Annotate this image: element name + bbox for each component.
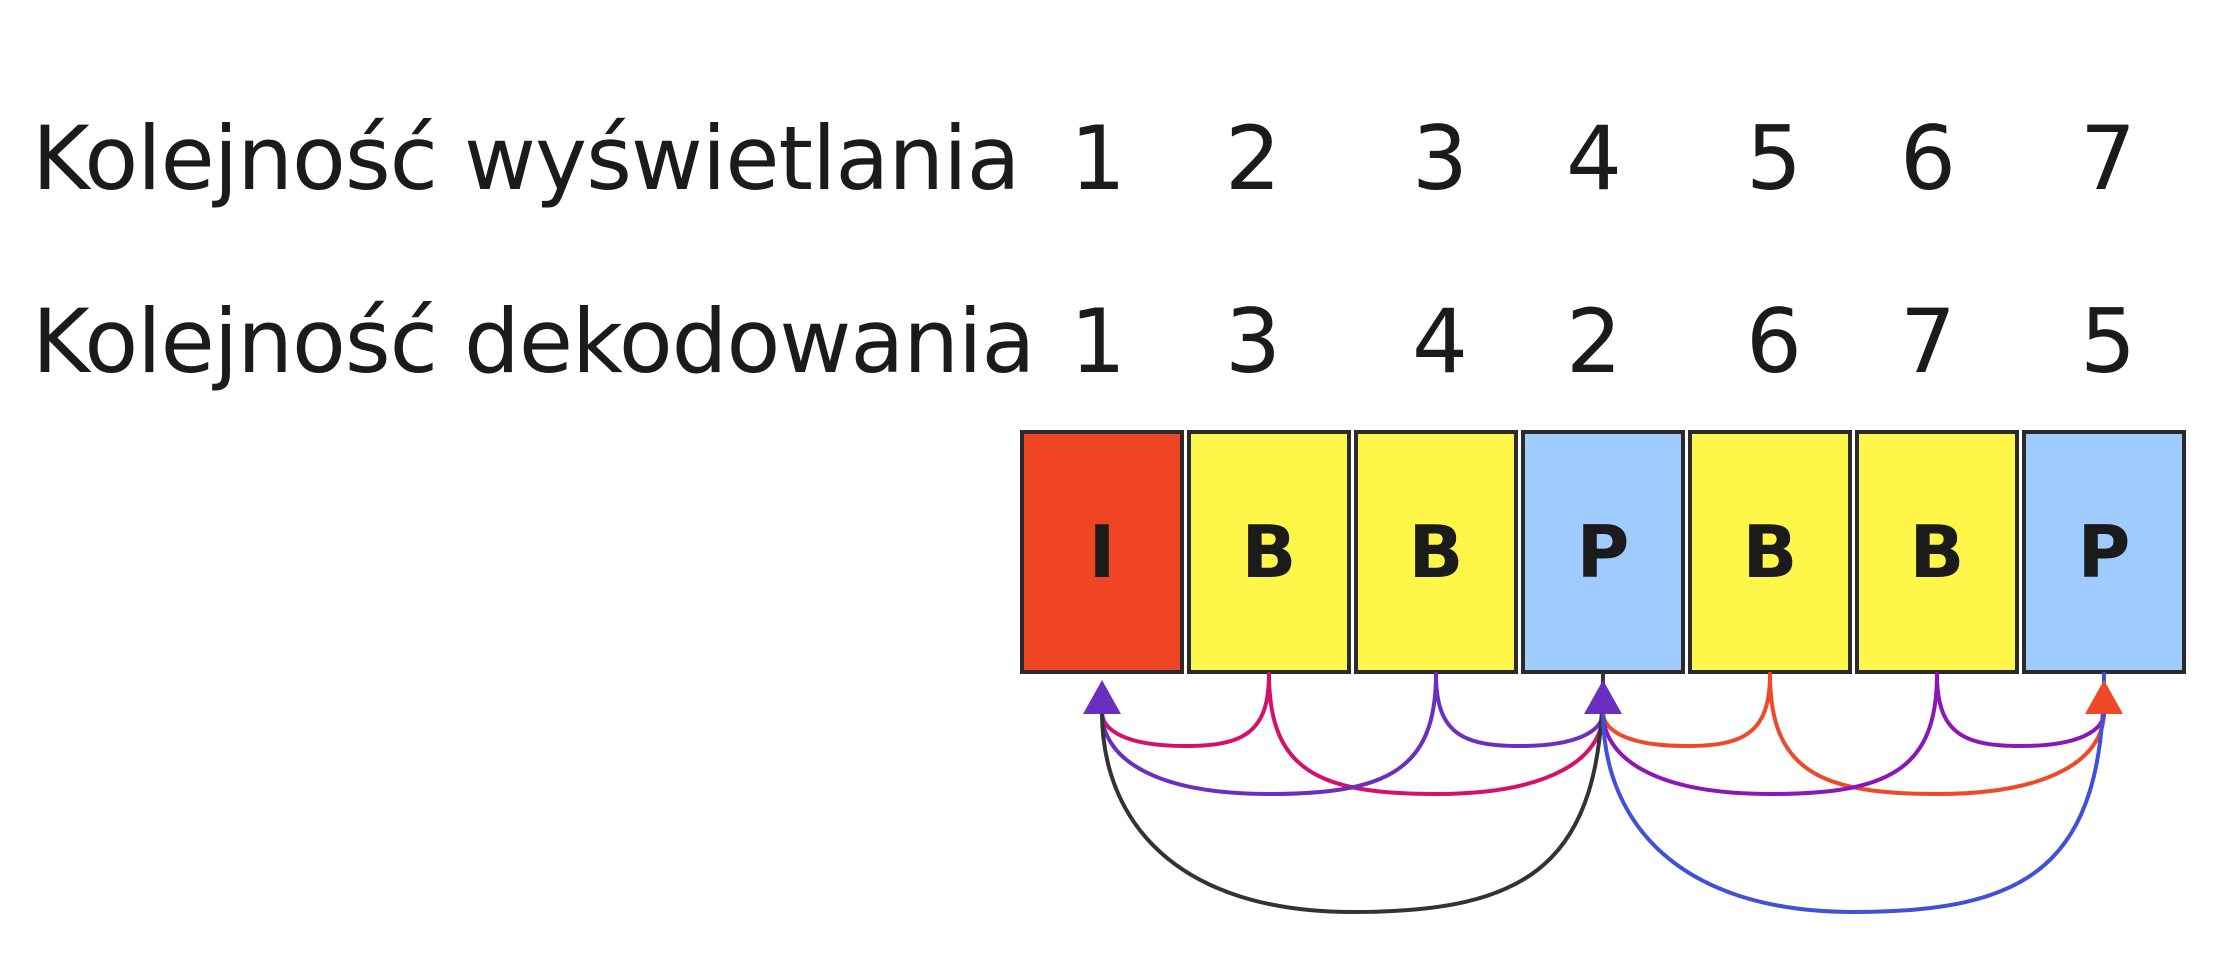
- reference-arc: [1100, 672, 1438, 797]
- frame-box: P: [1521, 430, 1685, 674]
- decode-order-number: 3: [1225, 290, 1281, 393]
- decode-order-number: 5: [2080, 290, 2136, 393]
- arrowhead-icon: [1083, 680, 1121, 714]
- display-order-label: Kolejność wyświetlania: [32, 107, 1021, 210]
- decode-order-number: 6: [1746, 290, 1802, 393]
- frame-type: I: [1088, 510, 1116, 594]
- frame-box: B: [1354, 430, 1518, 674]
- frame-type: B: [1742, 510, 1798, 594]
- display-order-number: 6: [1900, 107, 1956, 210]
- frame-box: I: [1020, 430, 1184, 674]
- decode-order-number: 1: [1070, 290, 1126, 393]
- frame-type: B: [1241, 510, 1297, 594]
- frame-type: P: [2077, 510, 2131, 594]
- display-order-number: 7: [2080, 107, 2136, 210]
- decode-order-number: 7: [1900, 290, 1956, 393]
- decode-order-number: 4: [1412, 290, 1468, 393]
- reference-arc: [1601, 672, 1939, 797]
- reference-arc: [1601, 672, 1772, 749]
- frame-box: P: [2022, 430, 2186, 674]
- frame-box: B: [1187, 430, 1351, 674]
- display-order-number: 3: [1412, 107, 1468, 210]
- reference-arc: [1100, 672, 1605, 915]
- decode-order-label: Kolejność dekodowania: [32, 290, 1035, 393]
- reference-arc: [1267, 672, 1605, 797]
- frame-type: B: [1408, 510, 1464, 594]
- decode-order-number: 2: [1566, 290, 1622, 393]
- reference-arc: [1100, 672, 1271, 749]
- frame-type: P: [1576, 510, 1630, 594]
- arrowhead-icon: [1584, 680, 1622, 714]
- frame-box: B: [1855, 430, 2019, 674]
- display-order-number: 1: [1070, 107, 1126, 210]
- frame-type: B: [1909, 510, 1965, 594]
- reference-arc: [1768, 672, 2106, 797]
- display-order-number: 2: [1225, 107, 1281, 210]
- reference-arc: [1935, 672, 2106, 749]
- display-order-number: 4: [1566, 107, 1622, 210]
- reference-arc: [1601, 672, 2106, 915]
- reference-arc: [1434, 672, 1605, 749]
- display-order-number: 5: [1746, 107, 1802, 210]
- frame-box: B: [1688, 430, 1852, 674]
- arrowhead-icon: [2085, 680, 2123, 714]
